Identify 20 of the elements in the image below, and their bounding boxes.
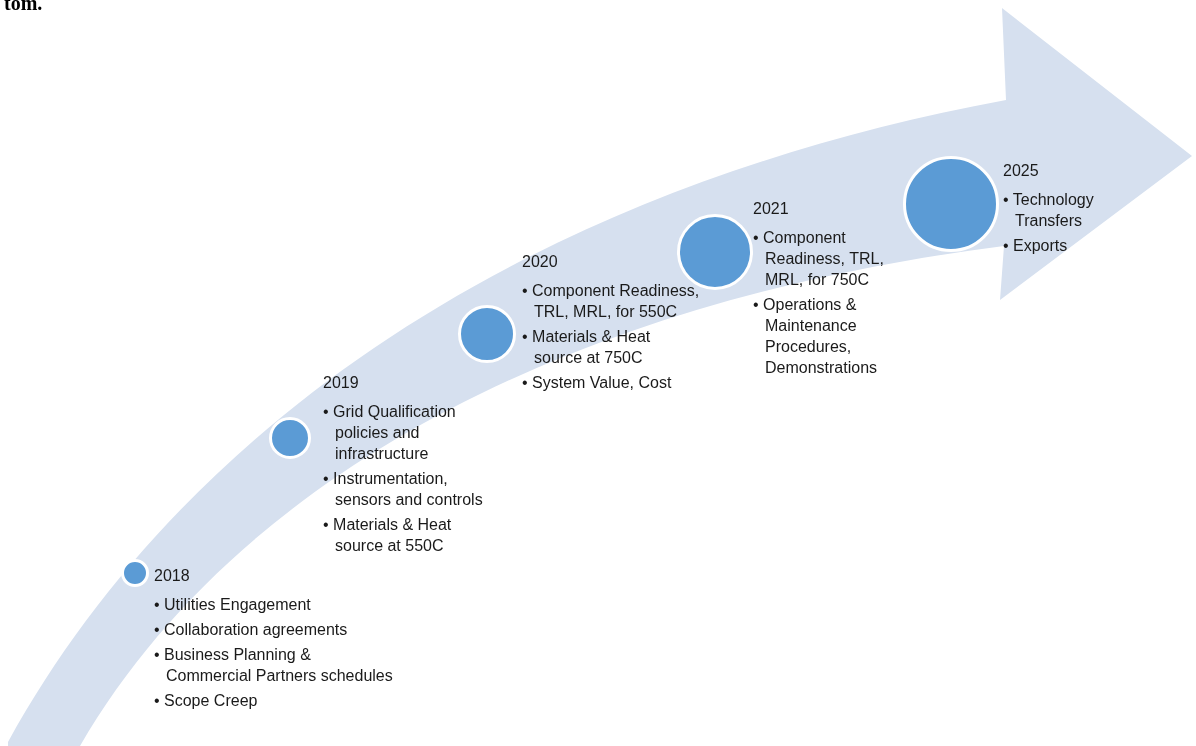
milestone-bullet: • Scope Creep: [154, 691, 259, 711]
milestone-bullet: • Materials & Heat source at 550C: [323, 515, 453, 556]
milestone-bullet: • Component Readiness, TRL, MRL, for 750C: [753, 228, 885, 290]
year-label: 2019: [323, 373, 360, 393]
milestone-bullet: • Collaboration agreements: [154, 620, 349, 640]
milestone-bullet: • Component Readiness, TRL, MRL, for 550C: [522, 281, 700, 322]
year-label: 2018: [154, 566, 191, 586]
milestone-bullet: • Grid Qualification policies and infrastructure: [323, 402, 457, 464]
year-label: 2020: [522, 252, 559, 272]
milestone-marker: [121, 559, 149, 587]
year-label: 2025: [1003, 161, 1040, 181]
milestone-bullet: • Exports: [1003, 236, 1069, 256]
milestone-bullet: • Business Planning & Commercial Partners schedules: [154, 645, 394, 686]
year-label: 2021: [753, 199, 790, 219]
milestone-bullet: • Instrumentation, sensors and controls: [323, 469, 484, 510]
milestone-bullet: • Technology Transfers: [1003, 190, 1095, 231]
milestone-bullet: • System Value, Cost: [522, 373, 673, 393]
milestone-bullet: • Operations & Maintenance Procedures, Demonstrations: [753, 295, 879, 378]
milestone-bullet: • Utilities Engagement: [154, 595, 312, 615]
milestone-bullet: • Materials & Heat source at 750C: [522, 327, 652, 368]
